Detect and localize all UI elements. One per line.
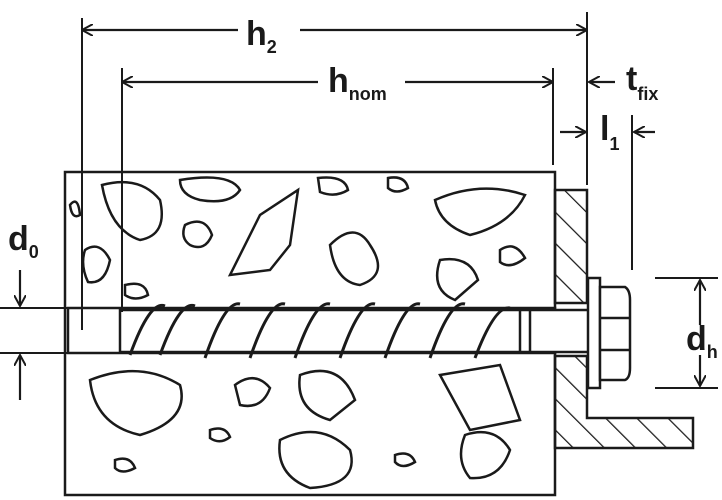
label-tfix: tfix [626,60,658,104]
label-l1: l1 [600,110,619,154]
hex-head [598,285,632,382]
aggregate-stones [68,176,527,490]
screw-shank [118,308,592,354]
label-dh: dh [686,320,718,362]
label-h2: h2 [246,15,277,57]
screw-threads [128,302,511,359]
washer [586,276,602,390]
label-d0: d0 [8,220,39,262]
label-hnom: hnom [328,62,387,104]
